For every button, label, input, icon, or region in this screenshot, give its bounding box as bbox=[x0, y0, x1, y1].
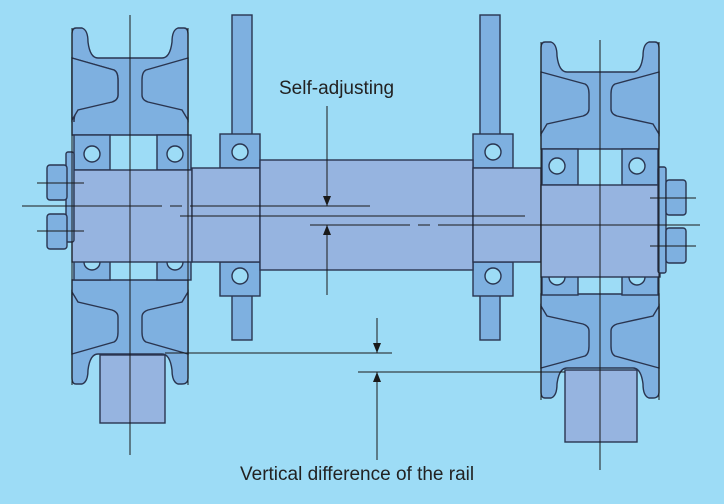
center-lines bbox=[22, 15, 700, 470]
self-adjusting-dimension bbox=[323, 106, 331, 295]
vertical-difference-label: Vertical difference of the rail bbox=[240, 464, 475, 485]
center-tube bbox=[259, 159, 474, 271]
right-connector-shaft bbox=[472, 167, 542, 263]
self-adjusting-label: Self-adjusting bbox=[279, 78, 395, 99]
left-connector-shaft bbox=[191, 167, 261, 263]
vertical-difference-dimension bbox=[165, 318, 565, 460]
left-hub-shaft bbox=[71, 169, 193, 263]
left-rail bbox=[99, 354, 166, 424]
right-rail bbox=[564, 369, 638, 443]
